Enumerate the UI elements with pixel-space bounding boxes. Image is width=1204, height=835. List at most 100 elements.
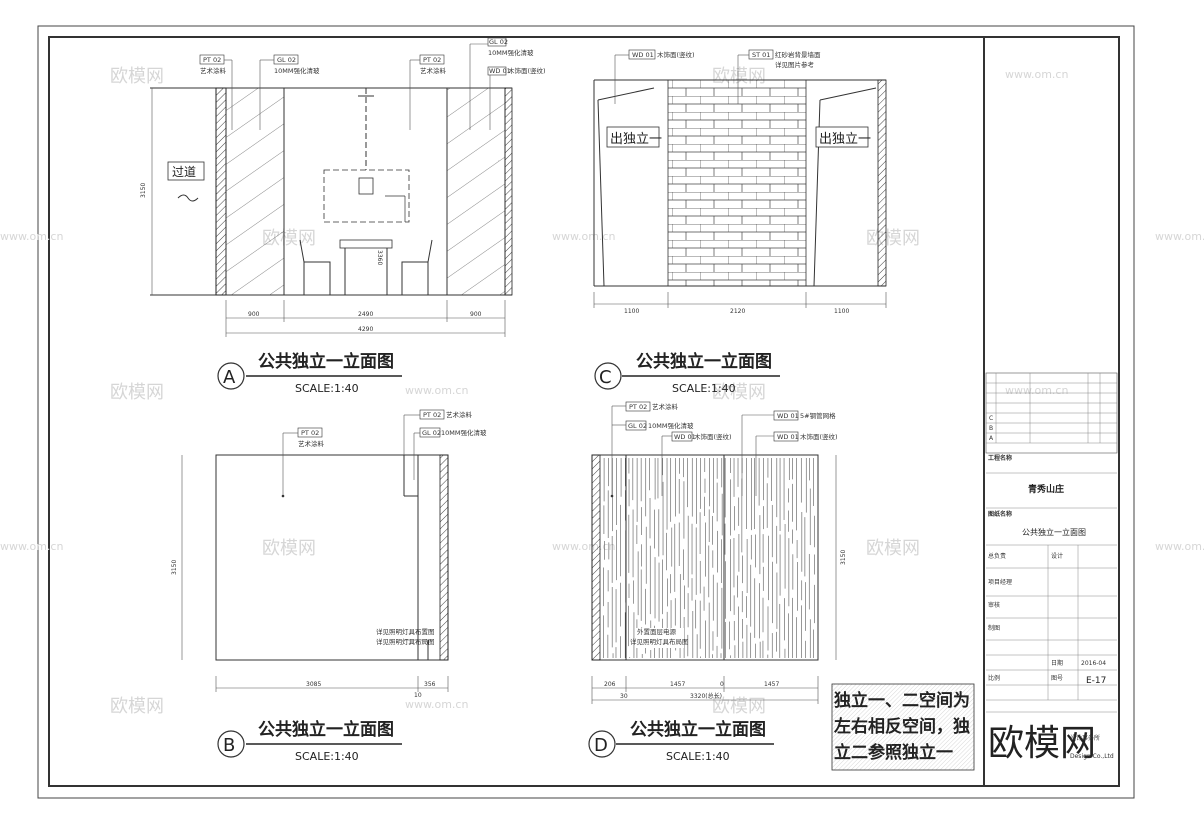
corridor-label-box — [167, 161, 205, 181]
svg-text:WD 01: WD 01 — [777, 412, 799, 420]
watermark-brand: 欧模网 — [866, 228, 920, 249]
svg-text:WD 01: WD 01 — [674, 433, 696, 441]
svg-text:详见照明灯具布局图: 详见照明灯具布局图 — [376, 637, 435, 646]
view-a-scale: SCALE:1:40 — [295, 382, 359, 395]
svg-text:10MM强化清玻: 10MM强化清玻 — [441, 428, 487, 437]
watermark-brand: 欧模网 — [110, 66, 164, 87]
svg-text:2016-04: 2016-04 — [1081, 660, 1106, 667]
view-c-letter: C — [599, 367, 612, 388]
svg-text:WD 01: WD 01 — [632, 51, 654, 59]
svg-text:ST 01: ST 01 — [752, 51, 770, 59]
view-c-scale: SCALE:1:40 — [672, 382, 736, 395]
watermark-url: www.om.cn — [1005, 384, 1068, 397]
svg-text:PT 02: PT 02 — [629, 403, 647, 411]
svg-text:木饰面(竖纹): 木饰面(竖纹) — [800, 432, 838, 441]
wood-grain-lines — [603, 458, 815, 658]
svg-text:3150: 3150 — [140, 183, 147, 198]
view-c-marker — [594, 362, 622, 390]
svg-text:10MM强化清玻: 10MM强化清玻 — [488, 48, 534, 57]
view-a-elevation: 3360 过道 3150 PT 02 艺术涂料 GL 02 10MM强化清玻 P… — [140, 37, 546, 395]
view-a-marker — [217, 362, 245, 390]
view-d-letter: D — [594, 735, 608, 756]
svg-text:审核: 审核 — [988, 601, 1000, 609]
svg-text:1457: 1457 — [670, 681, 685, 688]
inner-border — [48, 36, 1120, 787]
svg-text:3320(总长): 3320(总长) — [690, 692, 722, 700]
svg-text:日期: 日期 — [1051, 659, 1063, 667]
view-b-marker — [217, 730, 245, 758]
svg-text:10: 10 — [414, 692, 422, 699]
svg-text:PT 02: PT 02 — [423, 56, 441, 64]
svg-text:10MM强化清玻: 10MM强化清玻 — [274, 66, 320, 75]
svg-text:项目经理: 项目经理 — [988, 578, 1012, 586]
svg-text:GL 02: GL 02 — [422, 429, 441, 437]
view-b-scale: SCALE:1:40 — [295, 750, 359, 763]
svg-text:图纸名称: 图纸名称 — [988, 510, 1012, 518]
view-b-letter: B — [223, 735, 235, 756]
svg-text:木饰面(竖纹): 木饰面(竖纹) — [657, 50, 695, 59]
view-b-title: 公共独立一立面图 — [258, 719, 394, 740]
svg-text:1100: 1100 — [624, 308, 639, 315]
svg-text:艺术涂料: 艺术涂料 — [200, 66, 227, 75]
watermark-brand: 欧模网 — [712, 382, 766, 403]
svg-text:5#钢管网格: 5#钢管网格 — [800, 411, 836, 420]
svg-text:1457: 1457 — [764, 681, 779, 688]
svg-text:900: 900 — [470, 311, 482, 318]
outer-border — [37, 25, 1135, 799]
svg-text:艺术涂料: 艺术涂料 — [446, 410, 473, 419]
svg-text:设计事务所: 设计事务所 — [1070, 734, 1100, 742]
svg-text:Design Co.,Ltd: Design Co.,Ltd — [1070, 753, 1114, 760]
svg-text:GL 02: GL 02 — [628, 422, 647, 430]
svg-text:30: 30 — [620, 693, 628, 700]
svg-text:设计: 设计 — [1051, 552, 1063, 560]
watermark-url: www.om.cn — [1155, 230, 1204, 243]
svg-text:WD 01: WD 01 — [489, 67, 511, 75]
watermarks: 欧模网 欧模网 www.om.cn www.om.cn 欧模网 www.om.c… — [0, 66, 1204, 717]
svg-text:木饰面(竖纹): 木饰面(竖纹) — [508, 66, 546, 75]
svg-text:外置面层电源: 外置面层电源 — [637, 627, 677, 636]
svg-text:10MM强化清玻: 10MM强化清玻 — [648, 421, 694, 430]
svg-text:0: 0 — [720, 681, 724, 688]
svg-text:B: B — [989, 425, 993, 432]
svg-text:PT 02: PT 02 — [203, 56, 221, 64]
view-c-elevation: 出独立一 出独立一 WD 01 木饰面(竖纹) ST 01 红砂岩背景墙面 详见… — [593, 49, 887, 395]
svg-text:GL 02: GL 02 — [489, 38, 508, 46]
svg-text:红砂岩背景墙面: 红砂岩背景墙面 — [775, 50, 821, 59]
note-line-2: 左右相反空间，独 — [834, 716, 970, 737]
view-a-title: 公共独立一立面图 — [258, 351, 394, 372]
watermark-brand: 欧模网 — [866, 538, 920, 559]
view-b-elevation: 3150 PT 02 艺术涂料 PT 02 艺术涂料 GL 02 10MM强化清… — [171, 409, 487, 763]
watermark-url: www.om.cn — [405, 698, 468, 711]
watermark-url: www.om.cn — [1005, 68, 1068, 81]
note-box: 独立一、二空间为 左右相反空间，独 立二参照独立一 — [831, 683, 975, 771]
svg-text:4290: 4290 — [358, 326, 373, 333]
svg-text:1100: 1100 — [834, 308, 849, 315]
svg-text:3085: 3085 — [306, 681, 321, 688]
svg-text:详见图片参考: 详见图片参考 — [775, 60, 815, 69]
svg-text:详见照明灯具布置图: 详见照明灯具布置图 — [376, 627, 435, 636]
svg-text:3150: 3150 — [171, 560, 178, 575]
svg-text:WD 01: WD 01 — [777, 433, 799, 441]
svg-text:PT 02: PT 02 — [423, 411, 441, 419]
project-name: 青秀山庄 — [1028, 483, 1064, 495]
watermark-brand: 欧模网 — [712, 696, 766, 717]
watermark-url: www.om.cn — [0, 230, 63, 243]
svg-text:C: C — [989, 415, 993, 422]
svg-text:2120: 2120 — [730, 308, 745, 315]
view-d-scale: SCALE:1:40 — [666, 750, 730, 763]
svg-text:出独立一: 出独立一 — [610, 132, 662, 147]
svg-text:图号: 图号 — [1051, 675, 1063, 682]
svg-text:3150: 3150 — [840, 550, 847, 565]
watermark-url: www.om.cn — [0, 540, 63, 553]
watermark-url: www.om.cn — [552, 540, 615, 553]
watermark-url: www.om.cn — [1155, 540, 1204, 553]
svg-text:木饰面(竖纹): 木饰面(竖纹) — [694, 432, 732, 441]
sheet-number: E-17 — [1086, 676, 1106, 686]
svg-text:出独立一: 出独立一 — [819, 132, 871, 147]
watermark-url: www.om.cn — [405, 384, 468, 397]
svg-text:制图: 制图 — [988, 624, 1000, 632]
drawing-name: 公共独立一立面图 — [1022, 527, 1086, 537]
view-d-marker — [588, 730, 616, 758]
corridor-label: 过道 — [172, 165, 196, 179]
watermark-brand: 欧模网 — [110, 696, 164, 717]
